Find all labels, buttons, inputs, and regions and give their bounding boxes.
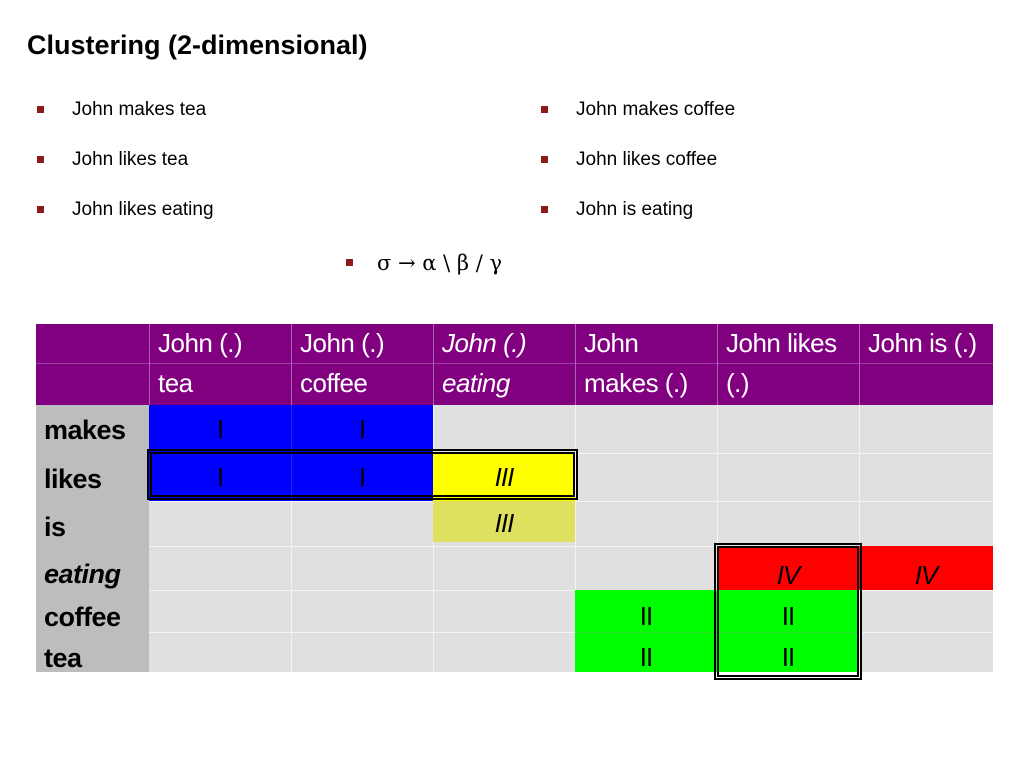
bullet-item: John likes eating (27, 197, 214, 247)
row-label-eating: eating (36, 546, 149, 590)
cell-coffee-makes: II (575, 590, 717, 632)
formula-text: σ → α \ β / γ (377, 251, 503, 275)
bullet-item: John is eating (531, 197, 735, 247)
cell-divider (717, 590, 718, 672)
col-header-6-bottom (859, 364, 993, 405)
col-header-3-top: John (.) (433, 324, 575, 364)
col-header-2-top: John (.) (291, 324, 433, 364)
bullet-list-right: John makes coffee John likes coffee John… (531, 97, 735, 247)
col-header-5-top: John likes (717, 324, 859, 364)
grid-line (433, 405, 434, 672)
row-label-is: is (36, 501, 149, 546)
header-divider (433, 324, 434, 405)
formula-bullet: σ → α \ β / γ (346, 251, 502, 275)
cluster-box-likes-column (714, 543, 862, 680)
cell-coffee-likes: II (717, 590, 859, 632)
grid-line (575, 405, 576, 672)
col-header-4-bottom: makes (.) (575, 364, 717, 405)
cell-tea-makes: II (575, 632, 717, 672)
grid-line (149, 632, 993, 633)
cell-likes-coffee: I (291, 453, 433, 501)
cell-eating-likes: IV (717, 546, 859, 590)
header-divider (291, 324, 292, 405)
slide-title: Clustering (2-dimensional) (27, 30, 368, 60)
cell-tea-likes: II (717, 632, 859, 672)
grid-line (575, 632, 859, 633)
row-label-tea: tea (36, 632, 149, 672)
cell-likes-tea: I (149, 453, 291, 501)
grid-line (149, 501, 993, 502)
header-divider (149, 324, 150, 405)
col-header-4-top: John (575, 324, 717, 364)
bullet-item: John makes coffee (531, 97, 735, 147)
header-corner-bottom (36, 364, 149, 405)
bullet-item: John likes coffee (531, 147, 735, 197)
grid-line (149, 590, 993, 591)
grid-line (859, 405, 860, 672)
cell-likes-eating: III (433, 453, 575, 501)
cell-eating-is: IV (859, 546, 993, 590)
cell-makes-coffee: I (291, 405, 433, 453)
col-header-6-top: John is (.) (859, 324, 993, 364)
col-header-5-bottom: (.) (717, 364, 859, 405)
header-divider (717, 324, 718, 405)
bullet-item: John likes tea (27, 147, 214, 197)
header-divider (859, 324, 860, 405)
row-label-coffee: coffee (36, 590, 149, 632)
row-label-makes: makes (36, 405, 149, 453)
bullet-square-icon (346, 259, 353, 266)
grid-line (149, 453, 993, 454)
cell-divider (291, 405, 292, 501)
col-header-3-bottom: eating (433, 364, 575, 405)
col-header-1-top: John (.) (149, 324, 291, 364)
header-corner (36, 324, 149, 364)
cell-is-eating: III (433, 501, 575, 542)
grid-line (717, 405, 718, 672)
grid-line (291, 405, 292, 672)
cell-makes-tea: I (149, 405, 291, 453)
col-header-2-bottom: coffee (291, 364, 433, 405)
header-divider (575, 324, 576, 405)
grid-line (149, 546, 993, 547)
cluster-box-likes (147, 449, 578, 500)
table-body (149, 405, 993, 672)
bullet-list-left: John makes tea John likes tea John likes… (27, 97, 214, 247)
bullet-item: John makes tea (27, 97, 214, 147)
row-label-likes: likes (36, 453, 149, 501)
col-header-1-bottom: tea (149, 364, 291, 405)
